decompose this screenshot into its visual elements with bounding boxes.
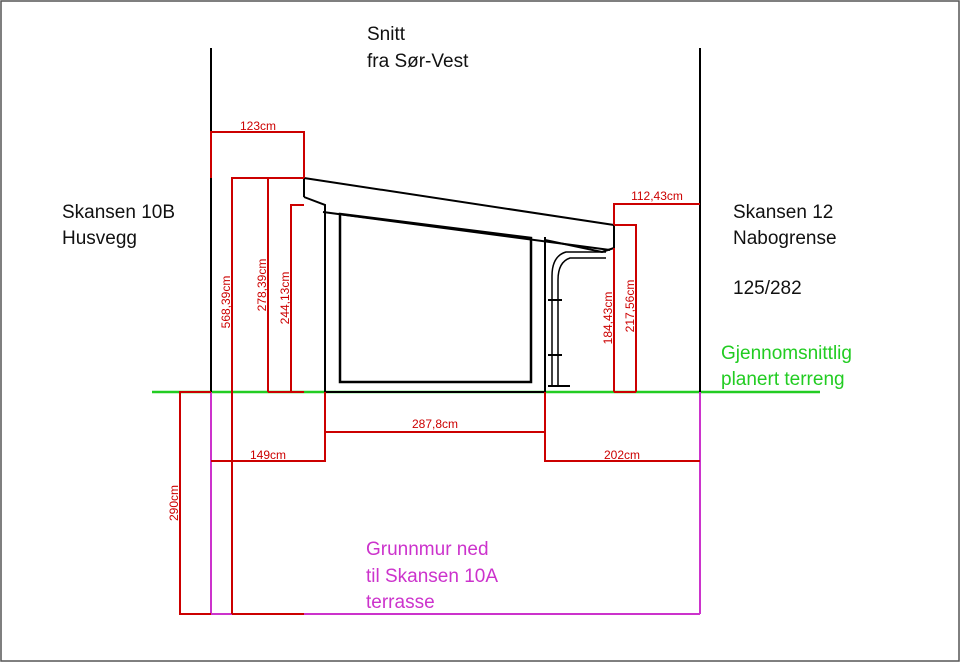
dim-right-inner-height: 184,43cm: [601, 292, 615, 345]
right-label-name: Skansen 12: [733, 202, 833, 223]
drawing-subtitle: fra Sør-Vest: [367, 51, 469, 72]
dim-top-left-width: 123cm: [240, 119, 276, 133]
dim-top-right-width: 112,43cm: [631, 189, 683, 203]
dim-left-inner-height: 244,13cm: [278, 272, 292, 325]
building-structure: [210, 48, 701, 393]
right-label-plot: 125/282: [733, 278, 802, 299]
right-label-desc: Nabogrense: [733, 228, 837, 249]
dim-middle-width: 287,8cm: [412, 417, 458, 431]
left-label-name: Skansen 10B: [62, 202, 175, 223]
foundation-label-line1: Grunnmur ned: [366, 539, 489, 560]
dim-foundation-depth: 290cm: [167, 485, 181, 521]
drawing-title: Snitt: [367, 24, 406, 45]
dim-left-wall-height: 278,39cm: [255, 259, 269, 312]
dim-right-base-width: 202cm: [604, 448, 640, 462]
dimension-lines: [179, 131, 700, 615]
dim-left-base-width: 149cm: [250, 448, 286, 462]
terrain-label-line1: Gjennomsnittlig: [721, 343, 852, 364]
window-frame: [338, 212, 533, 384]
dim-total-height: 568,39cm: [219, 276, 233, 329]
dim-right-wall-height: 217,56cm: [623, 280, 637, 333]
left-label-desc: Husvegg: [62, 228, 137, 249]
foundation-label-line2: til Skansen 10A: [366, 566, 498, 587]
foundation-label-line3: terrasse: [366, 592, 435, 613]
downpipe: [551, 251, 606, 386]
terrain-label-line2: planert terreng: [721, 369, 845, 390]
